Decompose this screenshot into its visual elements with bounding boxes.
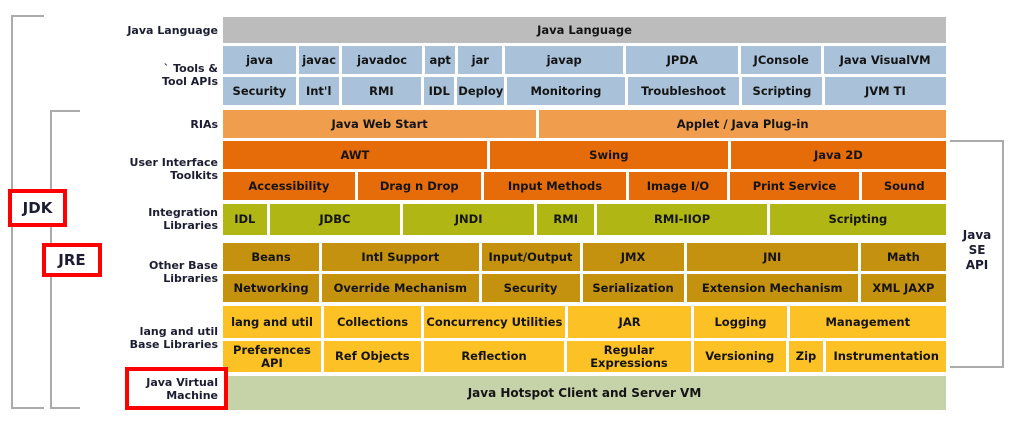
cell-jar-lib: JAR bbox=[567, 306, 692, 338]
jre-badge-label: JRE bbox=[58, 251, 86, 269]
row-jvm: Java Hotspot Client and Server VM bbox=[223, 376, 946, 410]
label-rias: RIAs bbox=[190, 118, 218, 131]
cell-awt: AWT bbox=[223, 141, 487, 169]
cell-scripting: Scripting bbox=[769, 204, 946, 235]
row-ui-toolkits-2: Accessibility Drag n Drop Input Methods … bbox=[223, 172, 947, 200]
cell-rmi: RMI bbox=[536, 204, 595, 235]
jdk-badge: JDK bbox=[8, 189, 67, 227]
cell-input-methods: Input Methods bbox=[483, 172, 627, 200]
cell-troubleshoot: Troubleshoot bbox=[627, 77, 740, 105]
cell-sound: Sound bbox=[862, 172, 947, 200]
row-tools-1: java javac javadoc apt jar javap JPDA JC… bbox=[223, 46, 946, 74]
row-lang-util-2: Preferences API Ref Objects Reflection R… bbox=[223, 341, 946, 372]
cell-logging: Logging bbox=[694, 306, 787, 338]
row-integration-libraries: IDL JDBC JNDI RMI RMI-IIOP Scripting bbox=[223, 204, 946, 235]
row-rias: Java Web Start Applet / Java Plug-in bbox=[223, 110, 946, 138]
cell-java: java bbox=[223, 46, 297, 74]
cell-idl: IDL bbox=[223, 204, 267, 235]
cell-input-output: Input/Output bbox=[481, 243, 580, 271]
cell-image-io: Image I/O bbox=[629, 172, 727, 200]
java-se-api-label: Java SE API bbox=[962, 228, 992, 272]
label-other-base-libraries: Other Base Libraries bbox=[149, 259, 218, 285]
cell-serialization: Serialization bbox=[582, 274, 684, 302]
label-user-interface-toolkits: User Interface Toolkits bbox=[129, 156, 218, 182]
jvm-label-box: Java Virtual Machine bbox=[125, 367, 228, 410]
cell-javap: javap bbox=[505, 46, 624, 74]
cell-idl-tools: IDL bbox=[424, 77, 455, 105]
cell-jni: JNI bbox=[686, 243, 858, 271]
cell-jconsole: JConsole bbox=[741, 46, 822, 74]
cell-intl: Int'l bbox=[298, 77, 339, 105]
cell-java-language: Java Language bbox=[223, 17, 946, 43]
jdk-badge-label: JDK bbox=[22, 199, 53, 217]
cell-lang-and-util: lang and util bbox=[223, 306, 322, 338]
cell-ref-objects: Ref Objects bbox=[323, 341, 421, 372]
cell-security-tools: Security bbox=[223, 77, 296, 105]
row-ui-toolkits-1: AWT Swing Java 2D bbox=[223, 141, 947, 169]
cell-override-mechanism: Override Mechanism bbox=[322, 274, 479, 302]
cell-accessibility: Accessibility bbox=[223, 172, 355, 200]
cell-apt: apt bbox=[425, 46, 456, 74]
cell-jpda: JPDA bbox=[626, 46, 739, 74]
row-other-base-1: Beans Intl Support Input/Output JMX JNI … bbox=[223, 243, 946, 271]
row-other-base-2: Networking Override Mechanism Security S… bbox=[223, 274, 946, 302]
cell-beans: Beans bbox=[223, 243, 320, 271]
cell-regular-expressions: Regular Expressions bbox=[567, 341, 691, 372]
cell-swing: Swing bbox=[489, 141, 728, 169]
cell-networking: Networking bbox=[223, 274, 320, 302]
cell-concurrency-utilities: Concurrency Utilities bbox=[424, 306, 565, 338]
cell-java-visualvm: Java VisualVM bbox=[824, 46, 946, 74]
cell-jar: jar bbox=[458, 46, 503, 74]
label-tools-apis: ` Tools & Tool APIs bbox=[162, 62, 218, 88]
cell-zip: Zip bbox=[788, 341, 824, 372]
cell-jndi: JNDI bbox=[403, 204, 534, 235]
cell-reflection: Reflection bbox=[423, 341, 565, 372]
cell-scripting-tools: Scripting bbox=[742, 77, 822, 105]
label-java-language: Java Language bbox=[127, 24, 218, 37]
cell-drag-n-drop: Drag n Drop bbox=[357, 172, 481, 200]
cell-rmi-iiop: RMI-IIOP bbox=[597, 204, 767, 235]
cell-deploy: Deploy bbox=[457, 77, 505, 105]
cell-javadoc: javadoc bbox=[342, 46, 423, 74]
cell-security: Security bbox=[481, 274, 580, 302]
cell-java-hotspot-vm: Java Hotspot Client and Server VM bbox=[223, 376, 946, 410]
cell-jvm-ti: JVM TI bbox=[824, 77, 947, 105]
cell-jdbc: JDBC bbox=[269, 204, 401, 235]
row-tools-2: Security Int'l RMI IDL Deploy Monitoring… bbox=[223, 77, 947, 105]
row-java-language: Java Language bbox=[223, 17, 946, 43]
cell-instrumentation: Instrumentation bbox=[826, 341, 946, 372]
cell-rmi-tools: RMI bbox=[341, 77, 422, 105]
java-se-api-bracket bbox=[950, 140, 1004, 368]
cell-print-service: Print Service bbox=[729, 172, 860, 200]
cell-collections: Collections bbox=[324, 306, 422, 338]
cell-monitoring: Monitoring bbox=[507, 77, 625, 105]
cell-java-2d: Java 2D bbox=[730, 141, 947, 169]
cell-applet-java-plugin: Applet / Java Plug-in bbox=[539, 110, 946, 138]
label-integration-libraries: Integration Libraries bbox=[148, 206, 218, 232]
cell-jmx: JMX bbox=[582, 243, 684, 271]
cell-preferences-api: Preferences API bbox=[223, 341, 321, 372]
cell-extension-mechanism: Extension Mechanism bbox=[686, 274, 858, 302]
cell-versioning: Versioning bbox=[693, 341, 786, 372]
cell-intl-support: Intl Support bbox=[322, 243, 479, 271]
cell-javac: javac bbox=[299, 46, 340, 74]
cell-management: Management bbox=[789, 306, 947, 338]
row-lang-util-1: lang and util Collections Concurrency Ut… bbox=[223, 306, 947, 338]
cell-math: Math bbox=[860, 243, 946, 271]
cell-xml-jaxp: XML JAXP bbox=[860, 274, 946, 302]
label-lang-util-base-libraries: lang and util Base Libraries bbox=[129, 325, 218, 351]
jre-badge: JRE bbox=[42, 243, 102, 277]
cell-java-web-start: Java Web Start bbox=[223, 110, 537, 138]
